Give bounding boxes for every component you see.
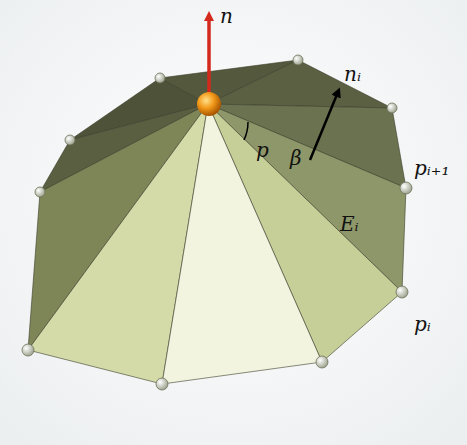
vertex-label: p: [256, 140, 269, 160]
vertex-label: pᵢ: [414, 314, 431, 334]
face-normal-label: nᵢ: [344, 64, 361, 84]
vertex-label: pᵢ₊₁: [414, 158, 449, 178]
edge-label: Eᵢ: [340, 214, 359, 234]
normal-label: n: [220, 6, 233, 26]
angle-label: β: [290, 148, 302, 168]
